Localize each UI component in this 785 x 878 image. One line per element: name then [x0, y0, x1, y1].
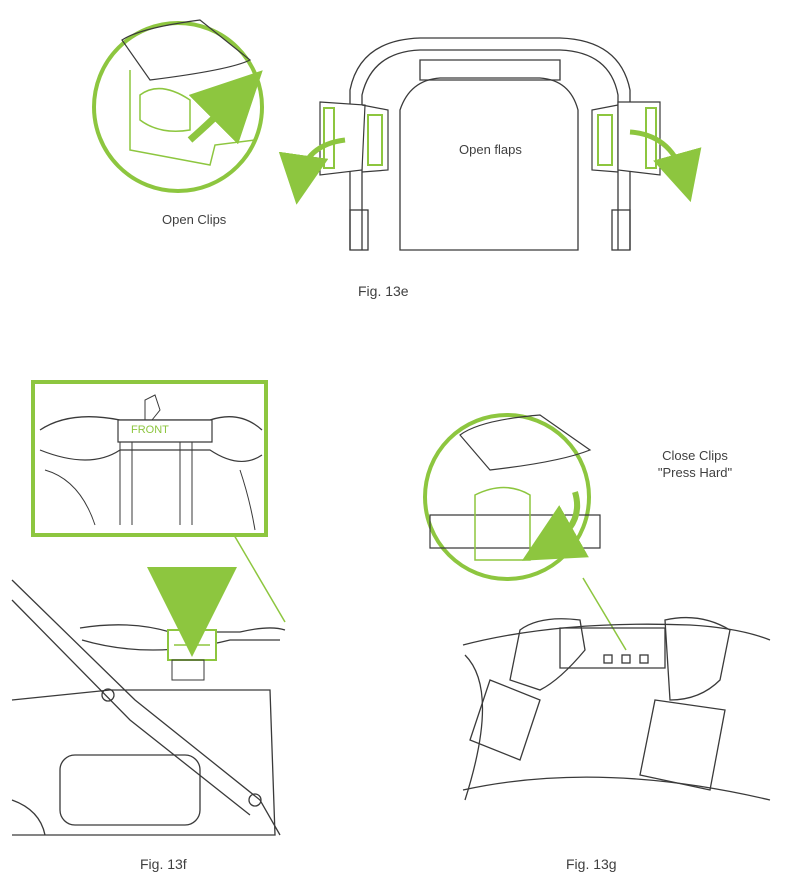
flap-left-arrow-icon [278, 137, 346, 205]
open-clips-inset [92, 19, 264, 193]
hands-on-bar-drawing [462, 616, 771, 801]
open-arrow-icon [187, 70, 263, 145]
figure-13g-caption: Fig. 13g [566, 856, 617, 872]
figure-13e-caption: Fig. 13e [358, 283, 409, 299]
stroller-drawing [11, 579, 286, 836]
front-label: FRONT [131, 424, 169, 436]
inset-leader-line [233, 534, 286, 623]
front-inset-box [31, 380, 268, 537]
flap-right-arrow-icon [629, 129, 702, 203]
close-clips-inset [423, 413, 601, 581]
seat-back-drawing [349, 37, 631, 251]
figure-13f-caption: Fig. 13f [140, 856, 187, 872]
right-flap [591, 101, 702, 203]
close-clips-label: Close Clips [662, 448, 728, 463]
close-arrow-icon [521, 491, 589, 561]
front-strap-mark [167, 629, 217, 681]
open-clips-label: Open Clips [162, 212, 227, 227]
left-flap [278, 101, 389, 205]
press-hard-label: "Press Hard" [657, 465, 733, 480]
inset-leader-line-2 [582, 577, 627, 651]
open-flaps-label: Open flaps [459, 142, 522, 157]
